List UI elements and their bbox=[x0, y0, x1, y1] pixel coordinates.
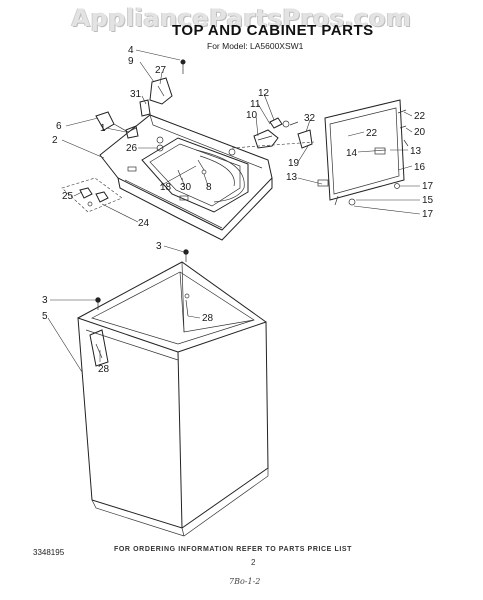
callout-10: 10 bbox=[246, 110, 258, 121]
lid-hinge bbox=[231, 129, 315, 149]
callout-28a: 28 bbox=[202, 313, 214, 324]
callout-27: 27 bbox=[155, 65, 167, 76]
callout-2: 2 bbox=[52, 135, 58, 146]
callout-17a: 17 bbox=[422, 181, 434, 192]
ordering-info-footer: FOR ORDERING INFORMATION REFER TO PARTS … bbox=[114, 546, 353, 553]
callout-20: 20 bbox=[414, 127, 426, 138]
callout-31: 31 bbox=[130, 89, 142, 100]
handwritten-note: 7Bo-1-2 bbox=[229, 577, 261, 586]
page-title: TOP AND CABINET PARTS bbox=[172, 22, 374, 39]
tub-ring-parts bbox=[177, 159, 207, 181]
control-clip-group bbox=[61, 177, 123, 213]
callout-22b: 22 bbox=[366, 128, 378, 139]
callout-1: 1 bbox=[100, 123, 106, 134]
callout-30: 30 bbox=[180, 182, 192, 193]
document-number: 3348195 bbox=[33, 548, 65, 557]
watermark-text: AppliancePartsPros.com bbox=[71, 4, 412, 32]
callout-24: 24 bbox=[138, 218, 150, 229]
washer-lid bbox=[317, 99, 409, 206]
lid-switch-assembly bbox=[253, 117, 299, 149]
callout-4: 4 bbox=[128, 45, 134, 56]
rear-bracket-parts bbox=[139, 59, 186, 117]
callout-25: 25 bbox=[62, 191, 74, 202]
callout-17b: 17 bbox=[422, 209, 434, 220]
callout-11: 11 bbox=[250, 99, 261, 110]
callout-18: 18 bbox=[160, 182, 172, 193]
callout-9: 9 bbox=[128, 56, 134, 67]
callout-19: 19 bbox=[288, 158, 300, 169]
callout-13a: 13 bbox=[410, 146, 422, 157]
washer-top-panel bbox=[99, 114, 273, 241]
callout-15: 15 bbox=[422, 195, 434, 206]
callout-5: 5 bbox=[42, 311, 48, 322]
callout-32: 32 bbox=[304, 113, 316, 124]
washer-cabinet bbox=[77, 249, 269, 537]
callout-14: 14 bbox=[346, 148, 358, 159]
callout-3a: 3 bbox=[156, 241, 162, 252]
callout-26: 26 bbox=[126, 143, 138, 154]
callout-8: 8 bbox=[206, 182, 212, 193]
callout-22a: 22 bbox=[414, 111, 426, 122]
callout-labels: 4 9 27 31 6 1 2 26 12 11 10 32 22 22 20 … bbox=[42, 45, 434, 375]
callout-3b: 3 bbox=[42, 295, 48, 306]
callout-16: 16 bbox=[414, 162, 426, 173]
callout-13b: 13 bbox=[286, 172, 298, 183]
callout-6: 6 bbox=[56, 121, 62, 132]
callout-12: 12 bbox=[258, 88, 270, 99]
callout-leaders bbox=[47, 49, 421, 373]
page-number: 2 bbox=[251, 558, 256, 567]
callout-28b: 28 bbox=[98, 364, 110, 375]
model-line: For Model: LA5600XSW1 bbox=[207, 41, 304, 51]
